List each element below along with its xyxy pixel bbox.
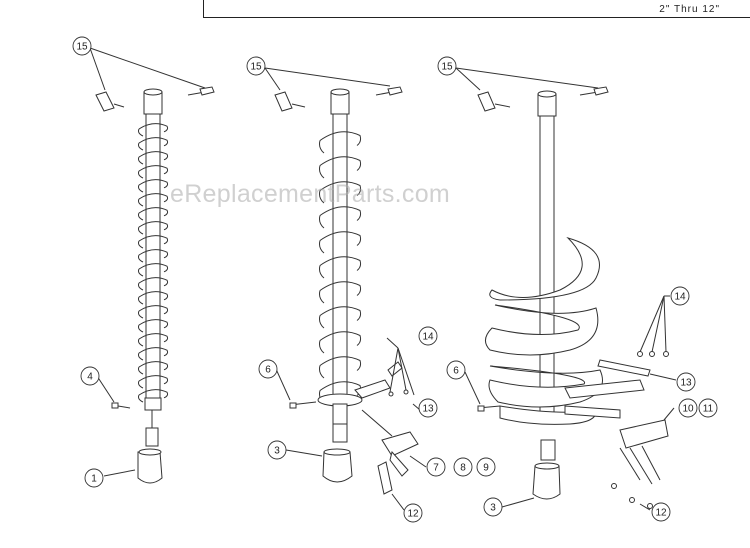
callout-3-b: 3 xyxy=(483,497,503,517)
svg-text:10: 10 xyxy=(682,404,694,415)
callout-12-a: 12 xyxy=(403,503,423,523)
svg-text:11: 11 xyxy=(703,404,714,415)
auger-small xyxy=(111,88,169,484)
callout-6-a: 6 xyxy=(258,359,278,379)
svg-text:14: 14 xyxy=(674,292,686,303)
callout-4: 4 xyxy=(80,366,100,386)
callout-3-a: 3 xyxy=(267,440,287,460)
svg-text:6: 6 xyxy=(265,365,271,376)
size-range-label: 2" Thru 12" xyxy=(659,4,720,15)
callout-8: 8 xyxy=(453,457,473,477)
tooth-fasteners-14-a xyxy=(388,347,415,397)
callout-10: 10 xyxy=(678,398,698,418)
callout-12-b: 12 xyxy=(651,502,671,522)
pin-set-15-a xyxy=(95,86,215,112)
callout-11: 11 xyxy=(698,398,718,418)
svg-text:9: 9 xyxy=(483,463,489,474)
svg-text:12: 12 xyxy=(655,508,667,519)
auger-large xyxy=(477,90,669,509)
callout-15-a: 15 xyxy=(72,36,92,56)
svg-text:12: 12 xyxy=(407,509,419,520)
title-block: 2" Thru 12" xyxy=(203,0,750,18)
pin-set-15-c xyxy=(477,86,609,112)
callout-15-b: 15 xyxy=(246,56,266,76)
pin-set-15-b xyxy=(274,86,403,112)
svg-text:15: 15 xyxy=(250,62,262,73)
svg-text:13: 13 xyxy=(422,404,434,415)
svg-text:1: 1 xyxy=(91,474,97,485)
callout-6-b: 6 xyxy=(446,360,466,380)
svg-text:3: 3 xyxy=(274,446,280,457)
svg-text:14: 14 xyxy=(422,332,434,343)
svg-text:3: 3 xyxy=(490,503,496,514)
callout-7: 7 xyxy=(426,457,446,477)
tooth-fasteners-14-b xyxy=(637,295,669,357)
callout-13-b: 13 xyxy=(676,372,696,392)
callout-14-a: 14 xyxy=(418,326,438,346)
callout-9: 9 xyxy=(476,457,496,477)
svg-text:8: 8 xyxy=(460,463,466,474)
svg-text:13: 13 xyxy=(680,378,692,389)
svg-text:4: 4 xyxy=(87,372,93,383)
callout-15-c: 15 xyxy=(437,56,457,76)
leader-lines xyxy=(89,47,677,511)
callout-14-b: 14 xyxy=(670,286,690,306)
callout-1: 1 xyxy=(84,468,104,488)
auger-medium xyxy=(289,88,419,495)
svg-text:7: 7 xyxy=(433,463,439,474)
callout-13-a: 13 xyxy=(418,398,438,418)
svg-text:15: 15 xyxy=(441,62,453,73)
svg-text:6: 6 xyxy=(453,366,459,377)
svg-text:15: 15 xyxy=(76,42,88,53)
